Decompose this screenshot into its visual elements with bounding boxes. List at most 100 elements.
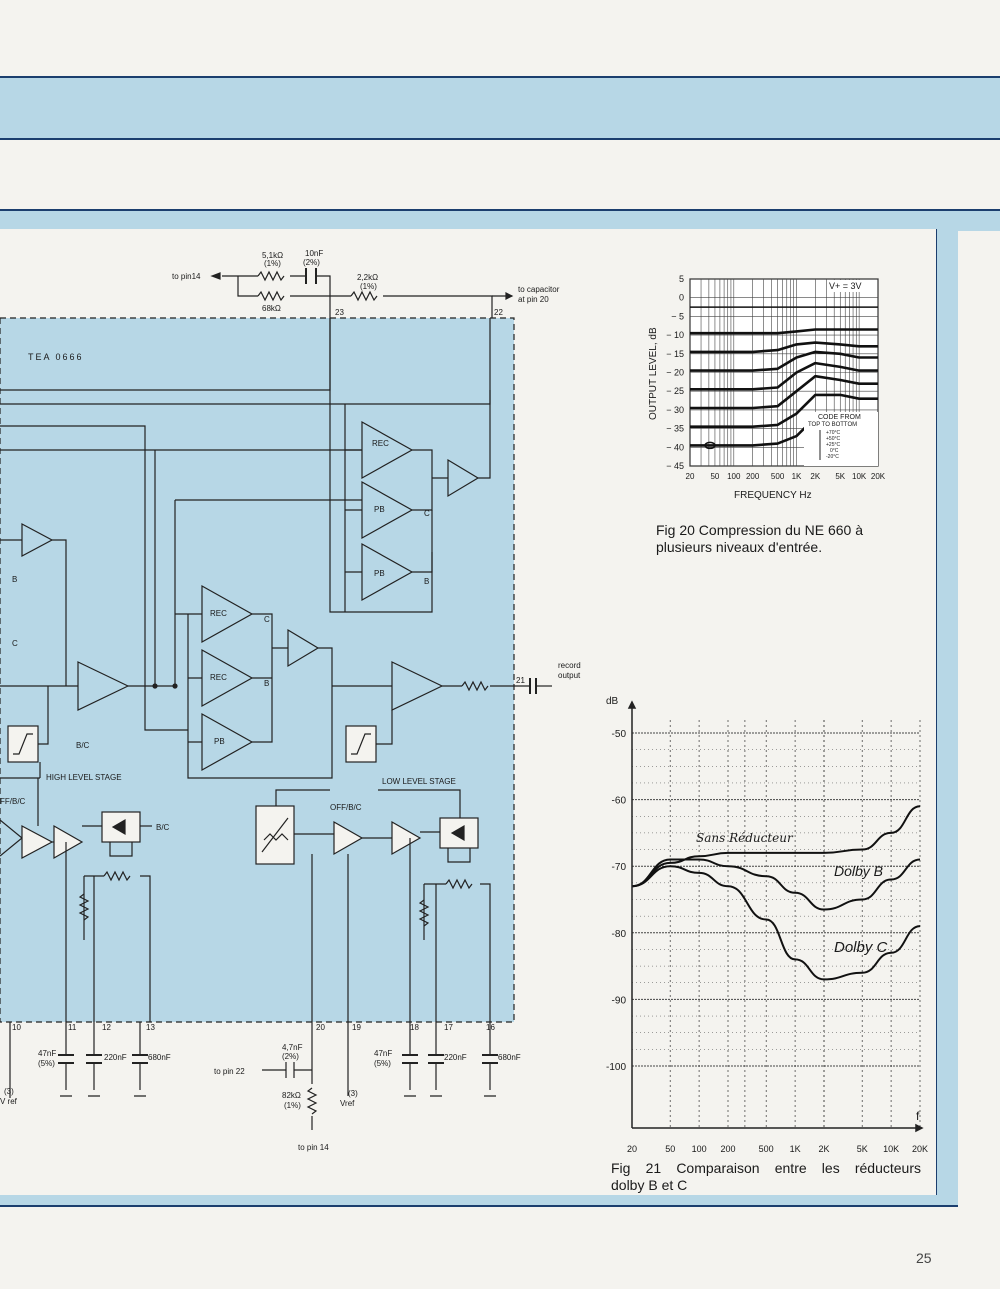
fig20-ylabel: OUTPUT LEVEL, dB — [648, 327, 659, 420]
c-tag-left: C — [12, 639, 18, 648]
r2-value: 68kΩ — [262, 304, 281, 313]
to-pin-14-bottom: to pin 14 — [298, 1143, 329, 1152]
to-pin14-label: to pin14 — [172, 272, 201, 281]
cap-47nf-left: 47nF — [38, 1049, 56, 1058]
fig20-ytick: − 45 — [666, 461, 684, 471]
fig21-xtick: 10K — [883, 1144, 899, 1154]
fig21-ytick: -80 — [612, 929, 627, 940]
pb-amp-1: PB — [374, 505, 385, 514]
rec-amp-3: REC — [210, 673, 227, 682]
fig21-xtick: 100 — [692, 1144, 707, 1154]
fig21-label-sans: Sans Réducteur — [696, 831, 794, 845]
fig21-xtick: 500 — [759, 1144, 774, 1154]
fig21-ytick: -90 — [612, 995, 627, 1006]
fig20-code-item-2: +50°C — [826, 436, 840, 442]
rec-amp-1: REC — [372, 439, 389, 448]
fig20-xlabel: FREQUENCY Hz — [734, 490, 812, 501]
pb-amp-2: PB — [374, 569, 385, 578]
fig20-series-line — [690, 361, 878, 391]
tol-5-left: (5%) — [38, 1059, 55, 1068]
record-label: record — [558, 661, 581, 670]
cap-680nf-left: 680nF — [148, 1053, 171, 1062]
b-tag-2: B — [264, 679, 269, 688]
fig21-caption-line1: Fig 21 Comparaison entre les réducteurs — [611, 1160, 921, 1176]
at-pin20-label: at pin 20 — [518, 295, 549, 304]
fig21-xtick: 20 — [627, 1144, 637, 1154]
low-level-stage: LOW LEVEL STAGE — [382, 777, 456, 786]
pin-11: 11 — [68, 1023, 77, 1032]
cap-220nf-left: 220nF — [104, 1053, 127, 1062]
fig20-code-item-5: -20°C — [826, 454, 839, 460]
fig20-ytick: 0 — [679, 293, 684, 303]
c-tag-2: C — [264, 615, 270, 624]
fig20-xtick: 20K — [871, 472, 886, 481]
fig21-ytick: -50 — [612, 729, 627, 740]
fig20-ytick: − 10 — [666, 330, 684, 340]
pin-18: 18 — [410, 1023, 419, 1032]
cap-680nf-right: 680nF — [498, 1053, 521, 1062]
fig20-annotation: V+ = 3V — [829, 281, 862, 291]
fig20-code-item-3: +25°C — [826, 442, 840, 448]
fig20-series-line — [690, 350, 878, 372]
fig20-xtick: 2K — [810, 472, 820, 481]
pb-amp-3: PB — [214, 737, 225, 746]
r3-tol: (1%) — [360, 282, 377, 291]
pin-22: 22 — [494, 308, 503, 317]
to-pin22-label: to pin 22 — [214, 1067, 245, 1076]
fig20-code-title2: TOP TO BOTTOM — [808, 422, 857, 428]
fig20-caption-line1: Fig 20 Compression du NE 660 à — [656, 522, 863, 538]
fig20-series-line — [690, 393, 878, 428]
vref-note-right: (3) — [348, 1089, 358, 1098]
r1-tol: (1%) — [264, 259, 281, 268]
b-tag-left: B — [12, 575, 17, 584]
fig20-code-title1: CODE FROM — [818, 414, 861, 421]
fig21-series-line — [631, 865, 921, 981]
vref-left: V ref — [0, 1097, 18, 1106]
r3-value: 2,2kΩ — [357, 273, 378, 282]
fig20-series-line — [690, 374, 878, 410]
fig21-xtick: 5K — [857, 1144, 868, 1154]
pin-17: 17 — [444, 1023, 453, 1032]
fig20-xtick: 1K — [792, 472, 802, 481]
pin-10: 10 — [12, 1023, 21, 1032]
bc-tag-1: B/C — [76, 741, 90, 750]
fig20-ytick: − 25 — [666, 386, 684, 396]
fig20-ytick: 5 — [679, 274, 684, 284]
c1-tol: (2%) — [303, 258, 320, 267]
tol-1: (1%) — [284, 1101, 301, 1110]
fig20-xtick: 5K — [835, 472, 845, 481]
pin-20: 20 — [316, 1023, 325, 1032]
fig21-xlabel: f — [916, 1109, 920, 1123]
fig21-xtick: 2K — [818, 1144, 829, 1154]
bc-tag-2: B/C — [156, 823, 170, 832]
cap-220nf-right: 220nF — [444, 1053, 467, 1062]
fig20-ytick: − 5 — [671, 311, 684, 321]
r1-value: 5,1kΩ — [262, 251, 283, 260]
fig20-xtick: 10K — [852, 472, 867, 481]
tol-2: (2%) — [282, 1052, 299, 1061]
high-level-stage: HIGH LEVEL STAGE — [46, 773, 122, 782]
fig20-xtick: 50 — [710, 472, 719, 481]
to-capacitor-label: to capacitor — [518, 285, 560, 294]
rec-amp-2: REC — [210, 609, 227, 618]
fig21-label-dolby-c: Dolby C — [834, 939, 888, 956]
fig20-series-line — [690, 341, 878, 354]
r-82k: 82kΩ — [282, 1091, 301, 1100]
cap-4-7nf: 4,7nF — [282, 1043, 303, 1052]
fig21-xtick: 20K — [912, 1144, 928, 1154]
tol-5-right: (5%) — [374, 1059, 391, 1068]
fig21-xtick: 50 — [665, 1144, 675, 1154]
fig20-marker — [704, 441, 716, 450]
off-bc-right: OFF/B/C — [330, 803, 362, 812]
fig20-ytick: − 30 — [666, 405, 684, 415]
fig20-xtick: 500 — [771, 472, 785, 481]
pin-12: 12 — [102, 1023, 111, 1032]
fig20-caption-line2: plusieurs niveaux d'entrée. — [656, 539, 823, 555]
fig21-ytick: -100 — [606, 1062, 626, 1073]
pin-13: 13 — [146, 1023, 155, 1032]
pin-19: 19 — [352, 1023, 361, 1032]
fig20-xtick: 100 — [727, 472, 741, 481]
